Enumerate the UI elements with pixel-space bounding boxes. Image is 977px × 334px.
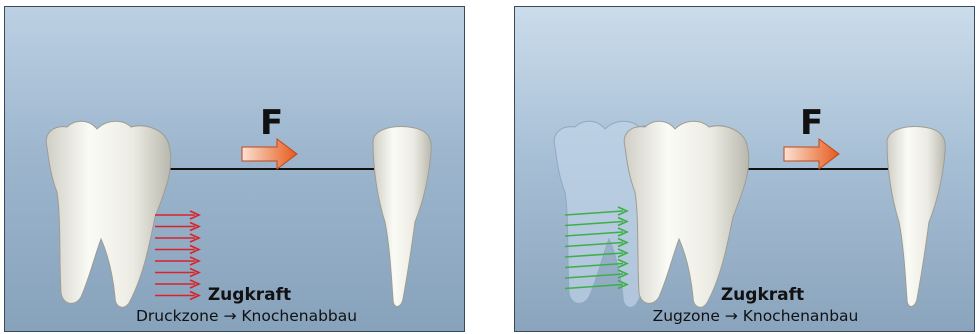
caption-title: Zugkraft (515, 285, 974, 305)
diagram-drawing (5, 7, 464, 331)
diagram-drawing (515, 7, 974, 331)
panel-druckzone: F Zugkraft Druckzone → Knochenabbau (4, 6, 465, 332)
caption-subtitle: Zugzone → Knochenanbau (515, 307, 974, 325)
force-label: F (800, 103, 823, 143)
caption-title: Zugkraft (5, 285, 464, 305)
molar-tooth (46, 121, 171, 307)
panel-zugzone: F Zugkraft Zugzone → Knochenanbau (514, 6, 975, 332)
force-label: F (260, 103, 283, 143)
caption-subtitle: Druckzone → Knochenabbau (5, 307, 464, 325)
force-arrow (784, 139, 839, 169)
force-arrow (242, 139, 297, 169)
incisor-tooth (887, 127, 945, 307)
molar-tooth (624, 121, 749, 307)
incisor-tooth (373, 127, 431, 307)
